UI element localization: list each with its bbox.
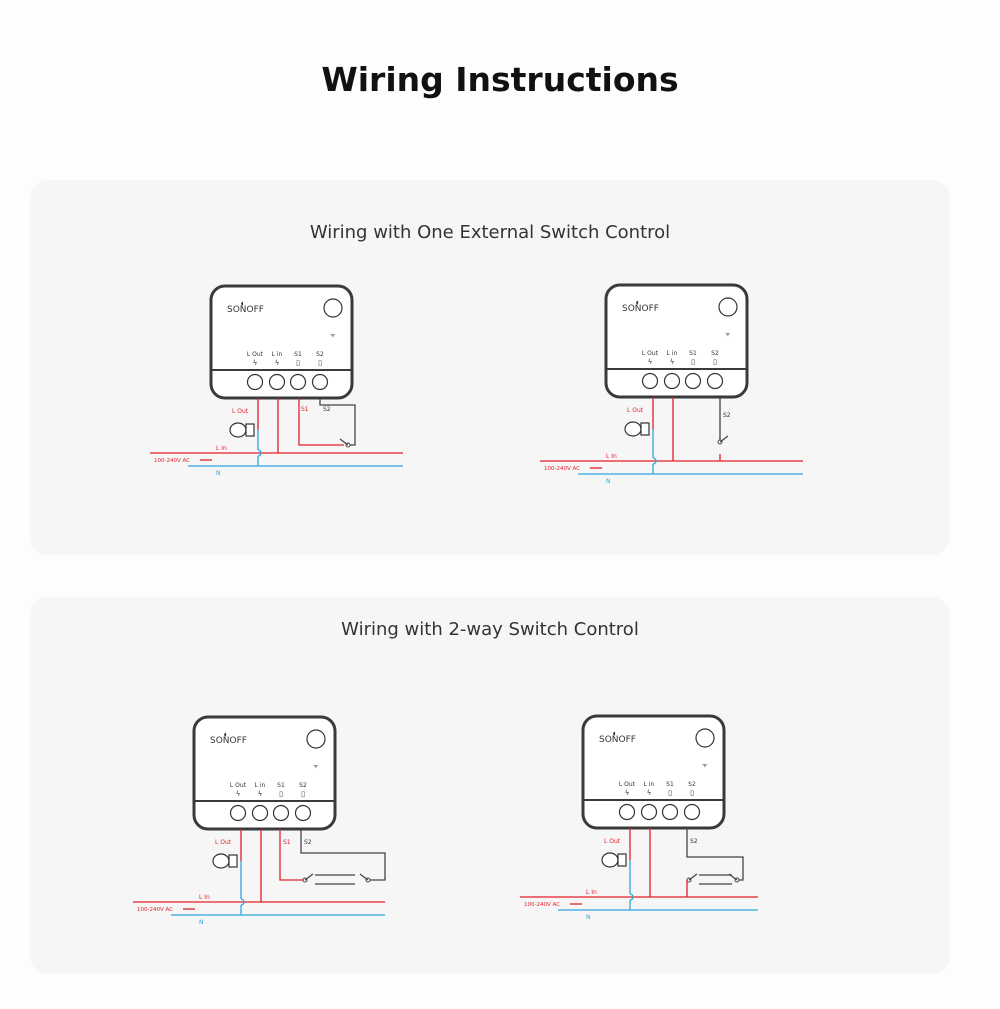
section-title: Wiring with 2-way Switch Control [341,619,639,640]
page-title: Wiring Instructions [321,60,679,99]
section-one-switch: Wiring with One External Switch Control [30,180,950,555]
section-title: Wiring with One External Switch Control [309,222,671,243]
section-two-way-switch: Wiring with 2-way Switch Control [30,597,950,974]
